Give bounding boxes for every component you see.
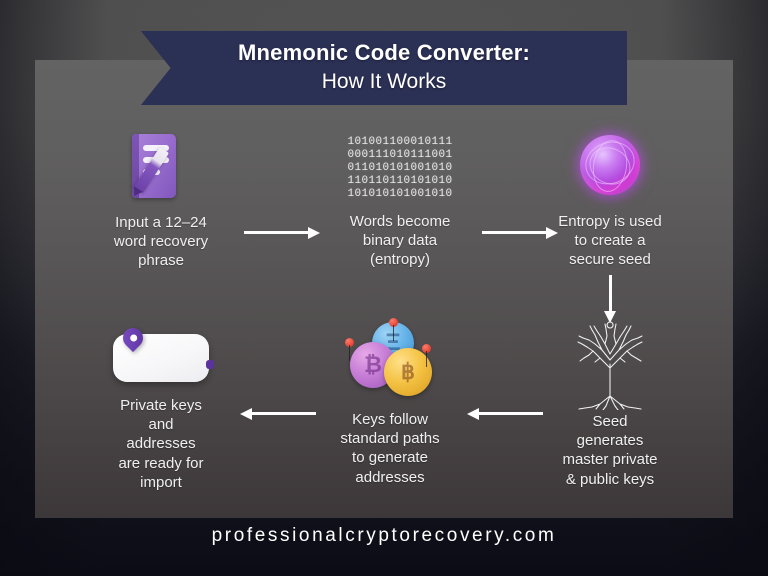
arrow-step3-to-step4 [603,275,617,323]
page-subtitle: How It Works [321,70,447,93]
note-spine [132,134,139,198]
wallet-side-tab [206,360,214,369]
footer-url: professionalcryptorecovery.com [211,525,557,546]
bitcoin-coin-symbol: ₿ [364,352,382,377]
arrow-step2-to-step3 [482,225,558,239]
arrow-head [467,407,479,420]
page-title: Mnemonic Code Converter: [237,40,531,65]
crypto-coins-icon: Ξ ₿ ฿ [340,318,440,402]
step-wallet-ready: Private keys and addresses are ready for… [88,323,234,492]
step-binary-data: 101001100010111 000111010111001 01101010… [325,136,475,269]
sphere-core [580,135,640,195]
arrow-step5-to-step6 [240,406,316,420]
arrow-head [546,226,558,239]
title-ribbon-shape: Mnemonic Code Converter: How It Works [141,31,627,105]
step-label-binary-data: Words become binary data (entropy) [349,212,451,269]
step-master-keys: Seed generates master private & public k… [535,318,685,489]
step-input-phrase: Input a 12–24 word recovery phrase [88,128,234,271]
arrow-shaft [244,231,309,234]
pin-icon [345,338,354,361]
step-label-input-phrase: Input a 12–24 word recovery phrase [113,214,209,270]
step-label-derivation-paths: Keys follow standard paths to generate a… [340,411,440,486]
wallet-card-icon [109,323,214,386]
arrow-step1-to-step2 [244,225,320,239]
arrow-head [240,407,252,420]
arrow-shaft [478,412,543,415]
arrow-head [308,226,320,239]
tree-icon [562,318,658,411]
generic-coin-symbol: ฿ [401,359,415,384]
note-with-pen-icon [126,128,196,203]
step-entropy-seed: Entropy is used to create a secure seed [535,126,685,270]
step-derivation-paths: Ξ ₿ ฿ Keys follow standard paths to gene… [310,318,470,487]
arrow-shaft [482,231,547,234]
binary-data-icon: 101001100010111 000111010111001 01101010… [347,136,453,200]
note-text-line [143,145,169,151]
arrow-step4-to-step5 [467,406,543,420]
plasma-sphere-icon [571,126,649,204]
pin-icon [389,318,398,341]
pin-icon [422,344,431,367]
arrow-shaft [251,412,316,415]
arrow-shaft [609,275,612,312]
step-label-wallet-ready: Private keys and addresses are ready for… [118,397,204,491]
title-ribbon: Mnemonic Code Converter: How It Works [141,31,627,105]
step-label-entropy-seed: Entropy is used to create a secure seed [558,213,662,269]
step-label-master-keys: Seed generates master private & public k… [562,413,658,488]
generic-coin: ฿ [384,348,432,396]
tree-icon-svg [577,321,643,411]
arrow-head [604,311,616,323]
